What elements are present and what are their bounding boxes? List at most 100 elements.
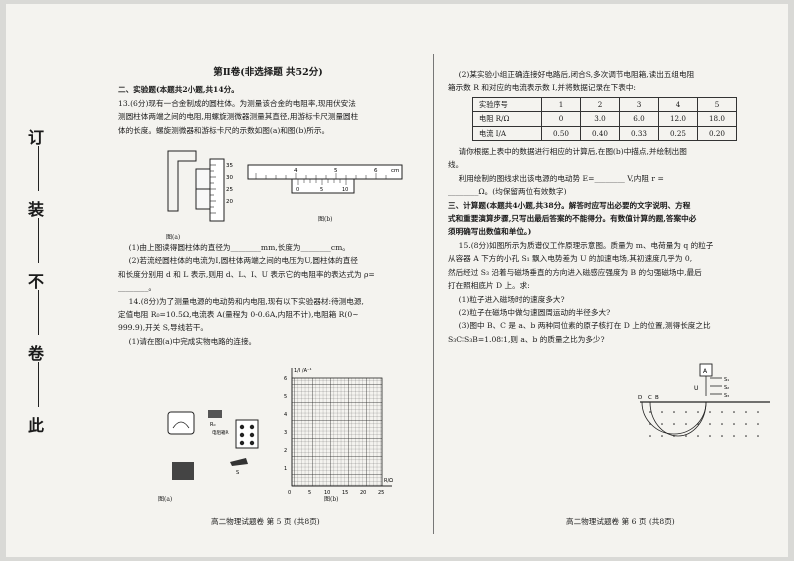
- q15-text: 打在照相底片 D 上。求:: [448, 281, 530, 291]
- table-row: 实验序号 1 2 3 4 5: [472, 96, 737, 113]
- micrometer-figure: 35 30 25 20: [167, 150, 233, 222]
- caliper-vernier-tick: 5: [320, 187, 323, 193]
- table-cell: 6.0: [619, 111, 659, 127]
- label-container: A: [703, 368, 708, 375]
- q13-part2: (2)若流经圆柱体的电流为I,圆柱体两端之间的电压为U,圆柱体的直径: [128, 256, 358, 266]
- q14-part2: 箱示数 R 和对应的电流表示数 I,并将数据记录在下表中:: [448, 83, 636, 93]
- binding-line: [38, 146, 39, 191]
- caliper-unit: cm: [391, 168, 399, 174]
- q14-part1: (1)请在图(a)中完成实物电路的连接。: [128, 336, 257, 346]
- graph-x-label: R/Ω: [384, 478, 393, 484]
- q15-text: 然后经过 S₃ 沿着与磁场垂直的方向进入磁感应强度为 B 的匀强磁场中,最后: [448, 267, 702, 277]
- table-cell: 实验序号: [472, 96, 542, 113]
- q13-part1: (1)由上图读得圆柱体的直径为________mm,长度为________cm。: [128, 243, 350, 253]
- micrometer-tick: 20: [226, 199, 233, 205]
- graph-y-tick: 2: [284, 448, 287, 454]
- q15-part2: (2)粒子在磁场中做匀速圆周运动的半径多大?: [458, 307, 611, 317]
- q15-part3: (3)图中 B、C 是 a、b 两种同位素的原子核打在 D 上的位置,测得长度之…: [458, 321, 711, 331]
- circuit-figure: R₀ 电阻箱R S: [167, 410, 259, 480]
- q14-instruction: 线。: [448, 160, 464, 170]
- q13-figures: 35 30 25 20 图(a): [118, 137, 418, 241]
- graph-y-tick: 4: [284, 412, 287, 418]
- q15-part3: S₃C∶S₃B=1.08∶1,则 a、b 的质量之比为多少?: [448, 334, 605, 344]
- fig-b-caption: 图(b): [318, 216, 333, 224]
- label-c: C: [648, 395, 652, 401]
- graph-y-label: 1/I /A⁻¹: [294, 368, 312, 374]
- table-cell: 2: [580, 96, 620, 113]
- table-cell: 电流 I/A: [472, 125, 542, 142]
- q14-text: 14.(8分)为了测量电源的电动势和内电阻,现有以下实验器材:待测电源,: [128, 296, 364, 306]
- table-cell: 1: [541, 96, 581, 113]
- table-row: 电流 I/A 0.50 0.40 0.33 0.25 0.20: [472, 125, 737, 142]
- part3-heading: 三、计算题(本题共4小题,共38分。解答时应写出必要的文字说明、方程: [448, 200, 691, 210]
- caliper-figure: 4 5 6 cm 0 5 10: [247, 164, 403, 194]
- graph-y-tick: 3: [284, 430, 287, 436]
- label-s3: S₃: [724, 393, 729, 399]
- table-cell: 0.50: [541, 125, 581, 142]
- q13-part2: ________。: [118, 283, 156, 293]
- caliper-tick: 5: [334, 168, 338, 174]
- label-r0: R₀: [210, 422, 215, 428]
- caliper-vernier-tick: 10: [342, 187, 348, 193]
- graph-x-tick: 20: [360, 490, 366, 496]
- switch-icon: [230, 458, 248, 466]
- part2-heading: 二、实验题(本题共2小题,共14分。: [118, 85, 239, 95]
- table-cell: 电阻 R/Ω: [472, 111, 542, 127]
- table-row: 电阻 R/Ω 0 3.0 6.0 12.0 18.0: [472, 111, 737, 127]
- micrometer-tick: 30: [226, 175, 233, 181]
- section-title: 第Ⅱ卷(非选择题 共52分): [213, 67, 323, 78]
- table-cell: 12.0: [658, 111, 698, 127]
- caliper-tick: 6: [374, 168, 378, 174]
- exam-sheet: 订 装 不 卷 此 第Ⅱ卷(非选择题 共52分) 二、实验题(本题共2小题,共1…: [6, 4, 788, 557]
- graph-y-tick: 5: [284, 394, 287, 400]
- fig14a-caption: 图(a): [158, 496, 173, 503]
- binding-margin: 订 装 不 卷 此: [20, 124, 60, 504]
- q14-emf-question: ________Ω。(均保留两位有效数字): [448, 187, 567, 197]
- q14-text: 定值电阻 R₀=10.5Ω,电流表 A(量程为 0-0.6A,内阻不计),电阻箱…: [118, 310, 359, 320]
- caliper-vernier-tick: 0: [296, 187, 299, 193]
- label-film-d: D: [638, 395, 642, 401]
- q14-text: 999.9),开关 S,导线若干。: [118, 323, 209, 333]
- q14-instruction: 请你根据上表中的数据进行相应的计算后,在图(b)中描点,并绘制出图: [458, 147, 687, 157]
- micrometer-tick: 25: [226, 187, 233, 193]
- binding-line: [38, 290, 39, 335]
- table-cell: 0: [541, 111, 581, 127]
- q13-text: 测圆柱体两端之间的电阻,用螺旋测微器测量其直径,用游标卡尺测量圆柱: [118, 112, 359, 122]
- graph-x-tick: 5: [308, 490, 311, 496]
- binding-char: 不: [28, 272, 45, 291]
- q14-part2: (2)某实验小组正确连接好电路后,闭合S,多次调节电阻箱,读出五组电阻: [458, 70, 695, 79]
- binding-line: [38, 362, 39, 407]
- table-cell: 0.20: [697, 125, 737, 142]
- binding-char: 装: [28, 200, 45, 219]
- binding-char: 此: [28, 416, 45, 435]
- left-page: 第Ⅱ卷(非选择题 共52分) 二、实验题(本题共2小题,共14分。 13.(6分…: [118, 66, 418, 348]
- graph-x-tick: 15: [342, 490, 348, 496]
- q15-part1: (1)粒子进入磁场时的速度多大?: [458, 294, 565, 304]
- table-cell: 0.40: [580, 125, 620, 142]
- graph-x-tick: 0: [288, 490, 291, 496]
- resistance-box-icon: [235, 419, 259, 449]
- label-switch: S: [236, 470, 239, 476]
- caliper-tick: 4: [294, 168, 298, 174]
- binding-line: [38, 218, 39, 263]
- label-s1: S₁: [724, 377, 729, 383]
- fig-a-caption: 图(a): [166, 234, 181, 242]
- graph-x-tick: 25: [378, 490, 384, 496]
- q15-text: 从容器 A 下方的小孔 S₁ 飘入电势差为 U 的加速电场,其初速度几乎为 0,: [448, 254, 693, 264]
- q15-text: 15.(8分)如图所示为质谱仪工作原理示意图。质量为 m、电荷量为 q 的粒子: [458, 240, 714, 250]
- label-b: B: [655, 395, 659, 401]
- graph-y-tick: 6: [284, 376, 287, 382]
- right-footer: 高二物理试题卷 第 6 页 (共8页): [566, 517, 675, 526]
- binding-char: 订: [28, 128, 45, 147]
- table-cell: 0.25: [658, 125, 698, 142]
- ammeter-icon: [167, 411, 195, 435]
- table-cell: 3.0: [580, 111, 620, 127]
- table-cell: 5: [697, 96, 737, 113]
- part3-heading: 须明确写出数值和单位。): [448, 227, 532, 237]
- table-cell: 4: [658, 96, 698, 113]
- resistor-icon: [208, 410, 222, 418]
- label-s2: S₂: [724, 385, 729, 391]
- page-divider: [433, 54, 434, 534]
- graph-x-tick: 10: [324, 490, 330, 496]
- part3-heading: 式和重要演算步骤,只写出最后答案的不能得分。有数值计算的题,答案中必: [448, 214, 697, 224]
